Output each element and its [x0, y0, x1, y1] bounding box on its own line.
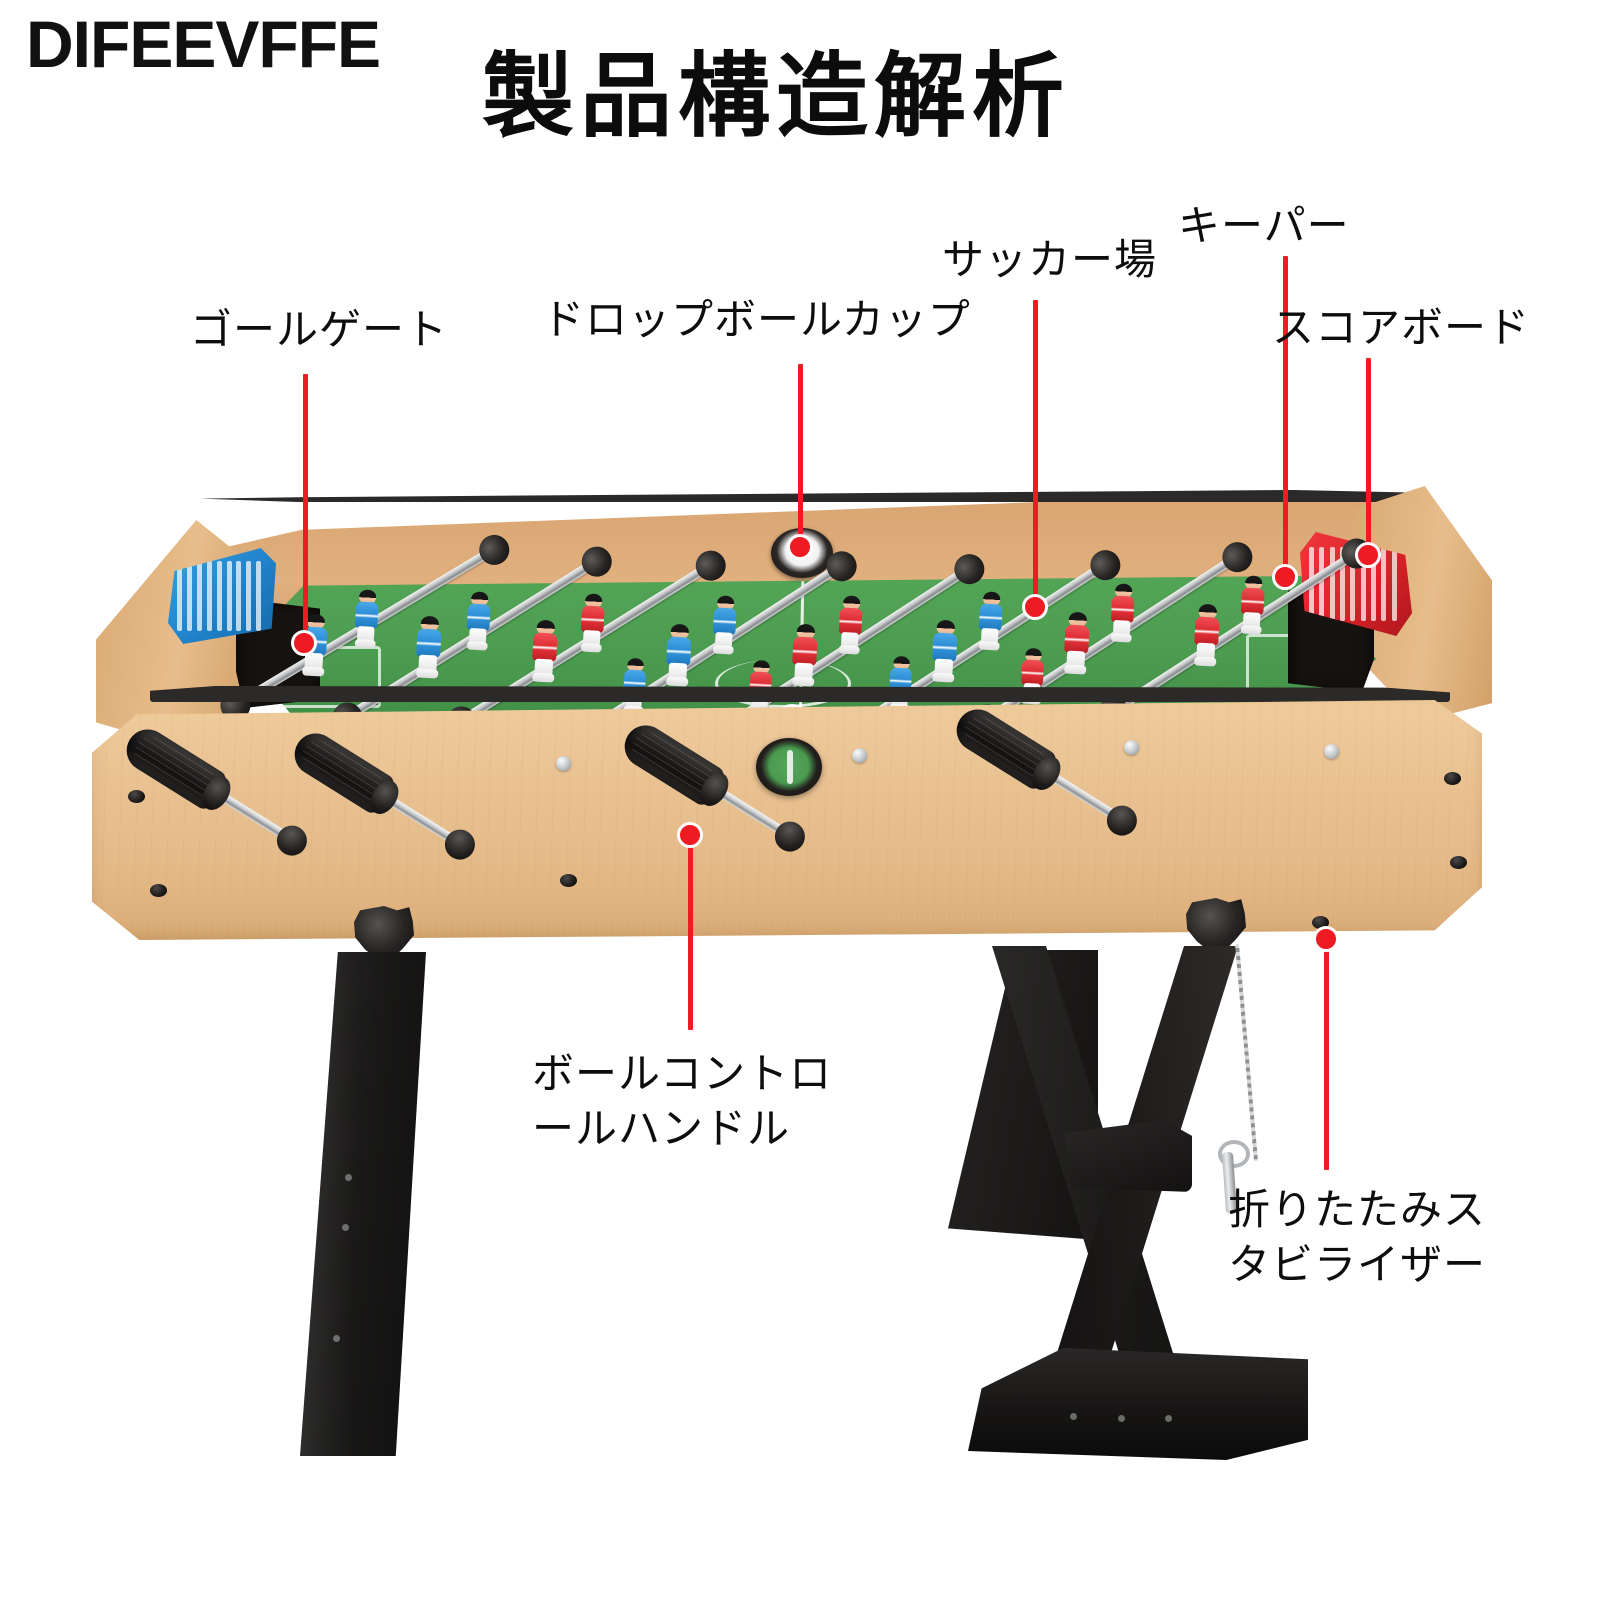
callout-label-keeper: キーパー [1178, 201, 1350, 250]
callout-leader-folding-stabilizer [1324, 948, 1329, 1170]
callout-label-folding-stabilizer-line2: タビライザー [1228, 1240, 1487, 1290]
goalkeeper-figure [1192, 603, 1221, 667]
table-leg-right-pad [1064, 1120, 1192, 1192]
folding-knob-left[interactable] [354, 906, 414, 960]
player-figure [621, 657, 647, 715]
player-figure [790, 623, 819, 687]
folding-stabilizer-chain [1235, 943, 1258, 1162]
table-back-lip [200, 490, 1416, 502]
scoreboard-blue-beads [176, 561, 268, 631]
callout-label-goal-gate: ゴールゲート [190, 305, 449, 354]
callout-leader-keeper [1283, 256, 1288, 570]
callout-marker-soccer-field [1022, 594, 1048, 620]
table-front-lip [150, 686, 1450, 702]
player-figure [887, 655, 913, 713]
player-figure [664, 623, 693, 687]
player-figure [930, 619, 959, 683]
callout-label-ball-control-handle-line2: ールハンドル [532, 1104, 791, 1154]
callout-leader-drop-ball-cup [798, 364, 803, 540]
callout-leader-soccer-field [1033, 300, 1038, 600]
player-figure [353, 589, 380, 649]
apron-bolt [150, 884, 167, 897]
apron-bolt [1444, 772, 1461, 785]
player-figure [579, 593, 606, 653]
player-figure [977, 591, 1004, 651]
callout-marker-scoreboard [1355, 542, 1381, 568]
callout-marker-drop-ball-cup [787, 534, 813, 560]
table-leg-right-foot [968, 1348, 1308, 1460]
player-figure [465, 591, 492, 651]
player-figure [837, 595, 864, 655]
folding-stabilizer-eye [1218, 1140, 1250, 1168]
player-figure [530, 619, 559, 683]
callout-label-drop-ball-cup: ドロップボールカップ [542, 295, 971, 344]
callout-label-scoreboard: スコアボード [1272, 303, 1531, 352]
callout-leader-scoreboard [1366, 358, 1371, 548]
player-figure [414, 615, 443, 679]
callout-marker-keeper [1272, 564, 1298, 590]
callout-label-ball-control-handle-line1: ボールコントロ [532, 1049, 833, 1098]
player-figure [711, 595, 738, 655]
apron-bolt [560, 874, 577, 887]
brand-wordmark: DIFEEVFFE [26, 7, 381, 81]
callout-marker-ball-control-handle [677, 822, 703, 848]
apron-bolt [1312, 916, 1329, 929]
apron-screw [1124, 740, 1139, 755]
wood-grain-texture [92, 700, 1482, 940]
callout-leader-goal-gate [303, 374, 308, 638]
callout-leader-ball-control-handle [688, 844, 693, 1030]
player-figure [1109, 583, 1136, 643]
callout-label-soccer-field: サッカー場 [942, 235, 1158, 284]
ball-return-slot [787, 749, 794, 785]
apron-screw [1324, 744, 1339, 759]
ball-return-cup [756, 738, 822, 796]
callout-marker-folding-stabilizer [1313, 926, 1339, 952]
callout-label-folding-stabilizer-line1: 折りたたみス [1228, 1185, 1487, 1234]
callout-marker-goal-gate [291, 630, 317, 656]
apron-bolt [128, 790, 145, 803]
apron-bolt [1450, 856, 1467, 869]
apron-screw [852, 748, 867, 763]
player-figure [1239, 575, 1266, 635]
page-title: 製品構造解析 [482, 43, 1071, 150]
callout-label-ball-control-handle: ボールコントロ ールハンドル [532, 1046, 932, 1157]
callout-label-folding-stabilizer: 折りたたみス タビライザー [1228, 1182, 1600, 1293]
player-figure [1062, 611, 1091, 675]
cabinet-front-apron [92, 700, 1482, 940]
apron-screw [556, 756, 571, 771]
table-leg-left [300, 952, 426, 1456]
